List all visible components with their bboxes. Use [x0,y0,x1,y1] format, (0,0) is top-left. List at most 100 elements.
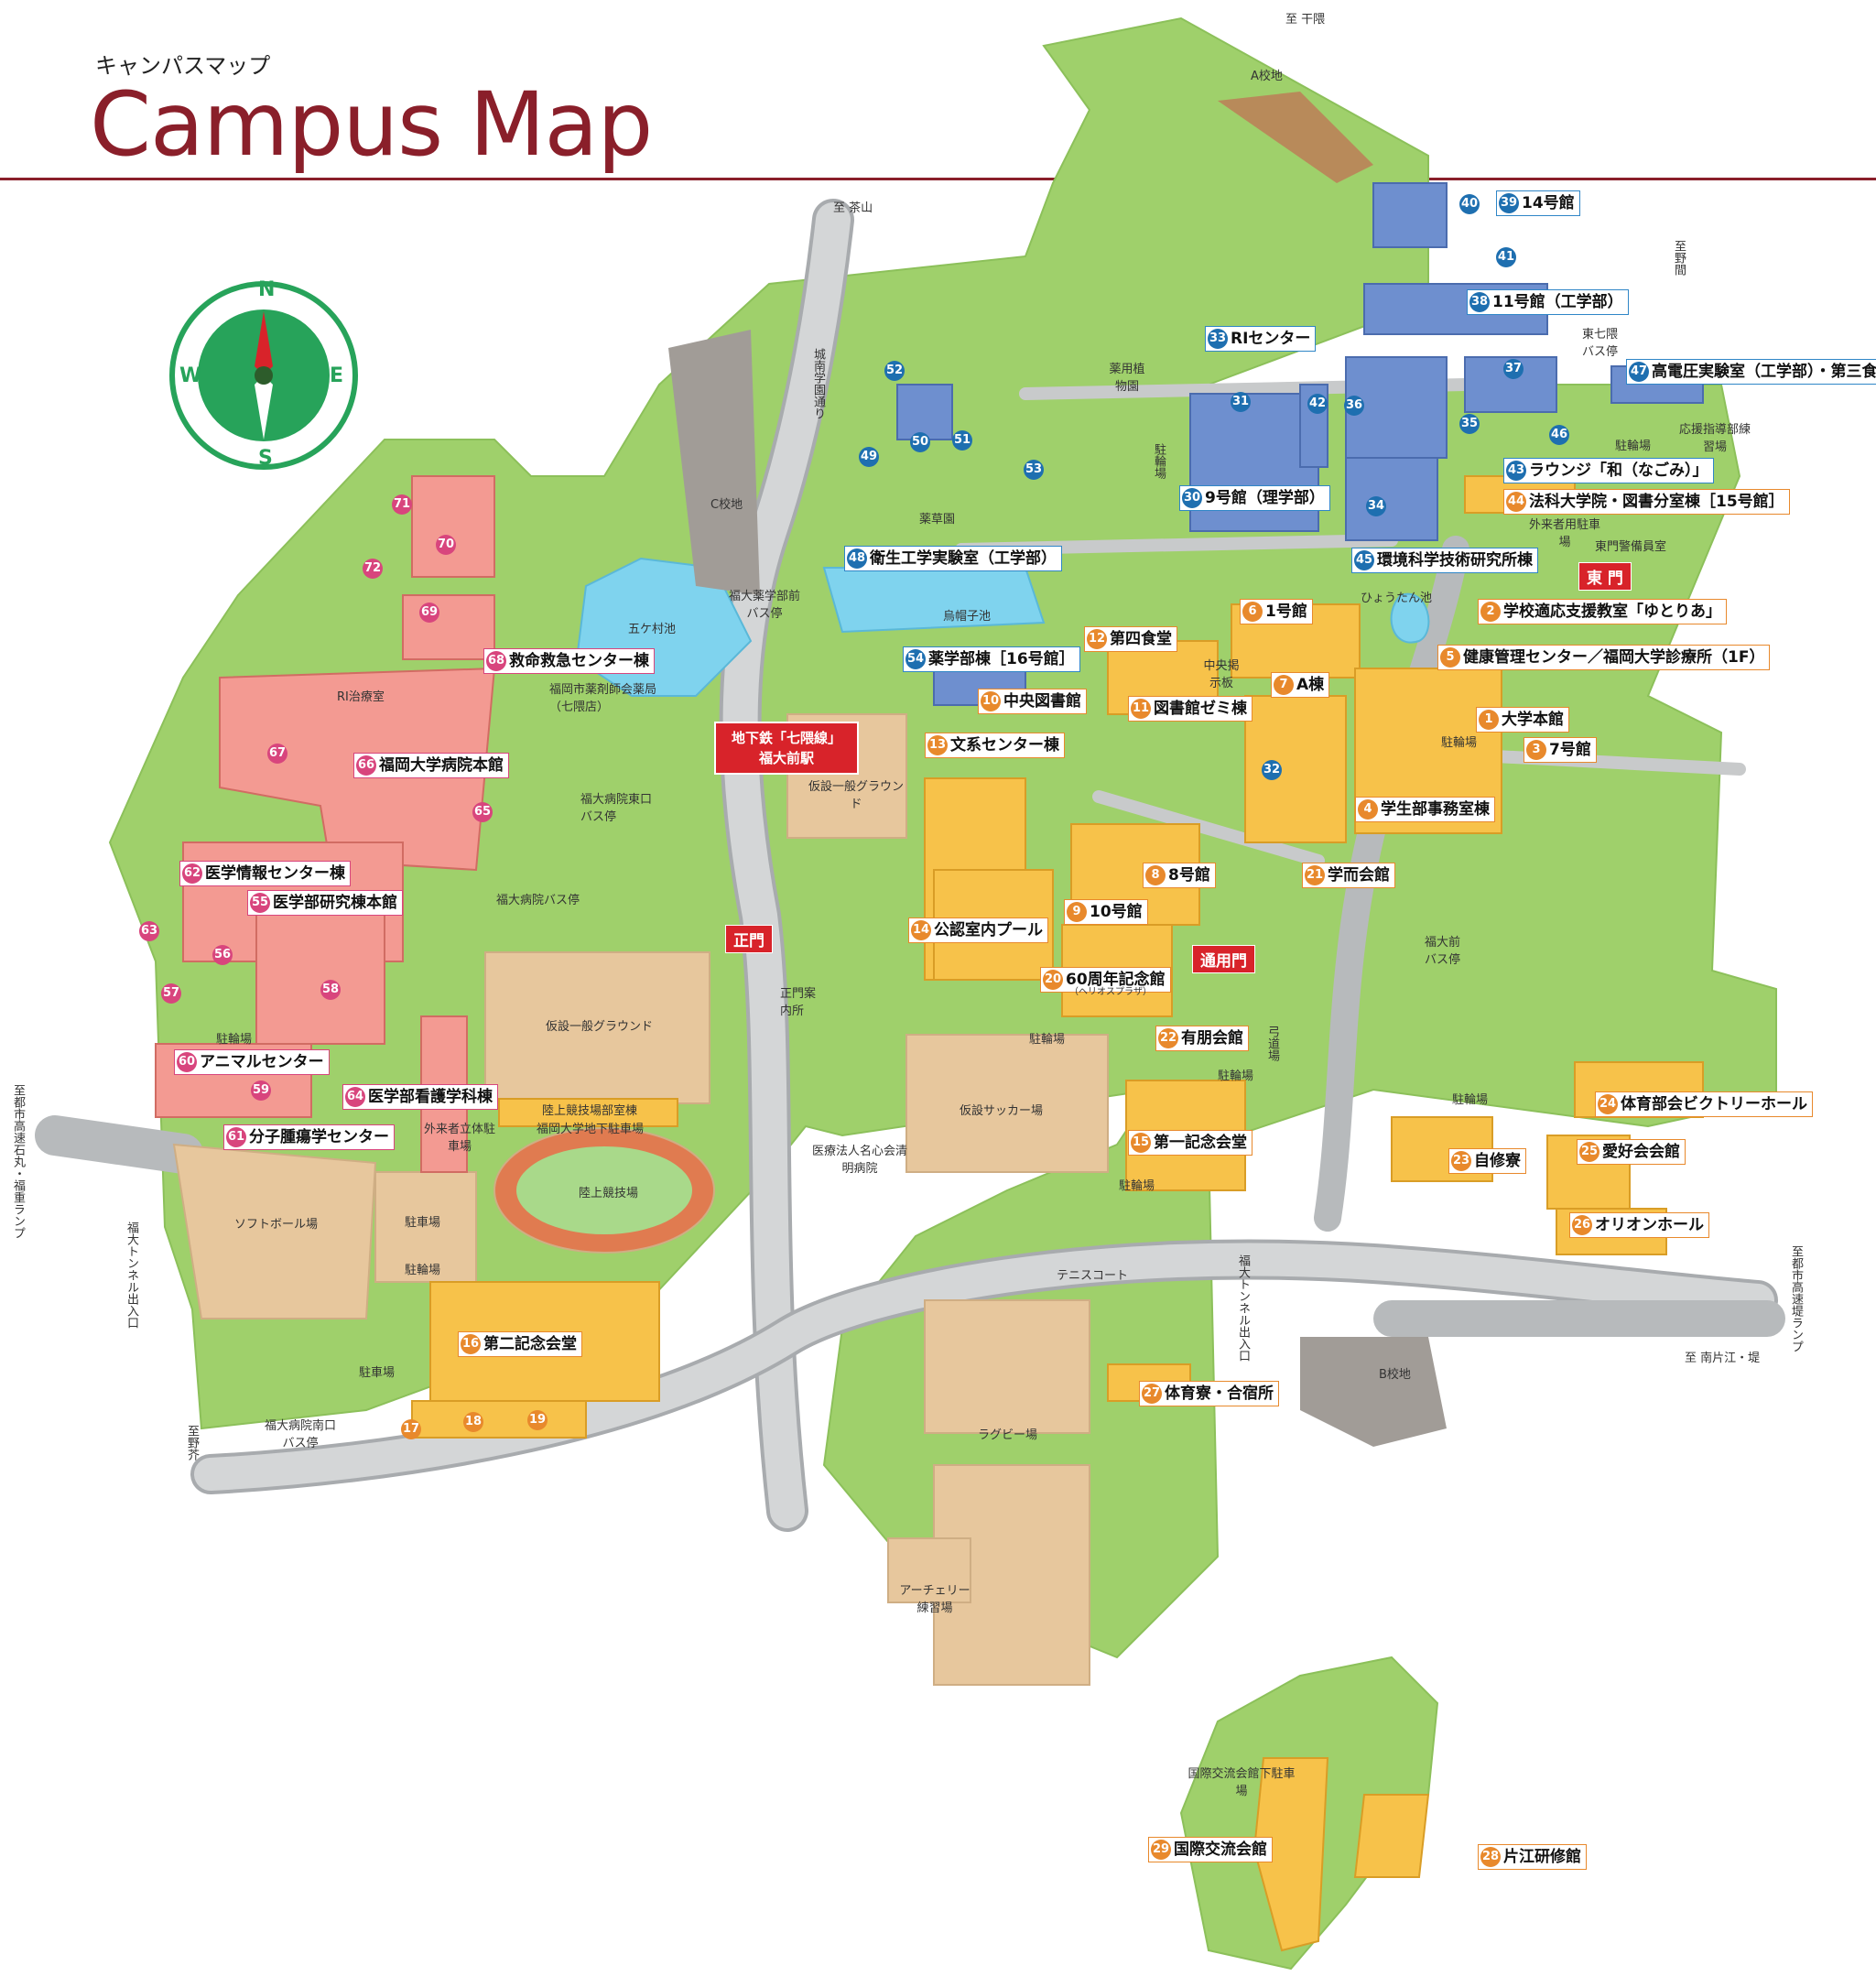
marker-67[interactable]: 67 [267,744,287,764]
marker-35[interactable]: 35 [1459,414,1480,434]
central-bulletin: 中央掲示板 [1203,659,1240,690]
station-name: 福大前駅 [758,750,814,766]
marker-59[interactable]: 59 [251,1080,271,1101]
marker-53[interactable]: 53 [1024,460,1044,480]
dir-toshi-right: 至都市高速堤ランプ [1789,1245,1803,1352]
marker-18[interactable]: 18 [463,1412,483,1432]
marker-50[interactable]: 50 [910,432,930,452]
marker-63[interactable]: 63 [139,921,159,941]
marker-37[interactable]: 37 [1503,359,1524,379]
underground-parking: 福岡大学地下駐車場 [537,1123,645,1136]
marker-52[interactable]: 52 [884,361,905,381]
marker-58[interactable]: 58 [320,980,341,1000]
marker-41[interactable]: 41 [1496,247,1516,267]
bus-stop-fukudaimae[interactable]: 福大前バス停 [1425,936,1461,967]
dir-chayama: 至 茶山 [833,201,873,215]
marker-57[interactable]: 57 [161,983,181,1004]
bike-parking-9: 駐輪場 [1152,443,1166,479]
bus-stop-hospital-south[interactable]: 福大病院南口バス停 [264,1419,336,1450]
marker-69[interactable]: 69 [419,603,439,623]
east-gate[interactable]: 東 門 [1578,562,1632,591]
bike-parking-4: 駐輪場 [1218,1070,1254,1083]
b-site: B校地 [1379,1368,1411,1382]
marker-46[interactable]: 46 [1549,425,1569,445]
marker-42[interactable]: 42 [1307,394,1328,414]
marker-32[interactable]: 32 [1262,760,1282,780]
bus-stop-east-nanakuma[interactable]: 東七隈バス停 [1582,328,1619,359]
main-gate[interactable]: 正門 [725,925,773,953]
temp-ground-west: 仮設一般グラウンド [546,1020,654,1034]
marker-56[interactable]: 56 [212,945,233,965]
map-subtitle: キャンパスマップ [95,53,271,79]
marker-51[interactable]: 51 [952,430,972,451]
marker-40[interactable]: 40 [1459,194,1480,214]
marker-36[interactable]: 36 [1344,396,1364,416]
clinic: 医療法人名心会清明病院 [811,1145,907,1176]
botanical-garden: 薬用植物園 [1109,363,1145,394]
bus-stop-hospital[interactable]: 福大病院バス停 [496,894,580,907]
subway-station-callout[interactable]: 地下鉄「七隈線」 福大前駅 [714,722,859,775]
bike-parking-1: 駐輪場 [1441,736,1478,750]
marker-19[interactable]: 19 [527,1410,548,1430]
marker-71[interactable]: 71 [392,494,412,515]
side-gate[interactable]: 通用門 [1192,945,1255,973]
marker-49[interactable]: 49 [859,447,879,467]
sports-fields [172,713,1109,1686]
bus-stop-pharmacy[interactable]: 福大薬学部前バス停 [728,590,800,621]
marker-72[interactable]: 72 [363,559,383,579]
marker-17[interactable]: 17 [401,1419,421,1439]
dir-senkuma: 至 干隈 [1285,13,1326,27]
title-underline [0,178,1876,180]
compass-w: W [179,364,202,387]
marker-34[interactable]: 34 [1366,496,1386,516]
marker-70[interactable]: 70 [436,535,456,555]
road-jonan: 城南学園通り [811,348,825,419]
bus-stop-hospital-east[interactable]: 福大病院東口バス停 [580,793,653,824]
marker-31[interactable]: 31 [1231,392,1251,412]
marker-65[interactable]: 65 [472,802,493,822]
